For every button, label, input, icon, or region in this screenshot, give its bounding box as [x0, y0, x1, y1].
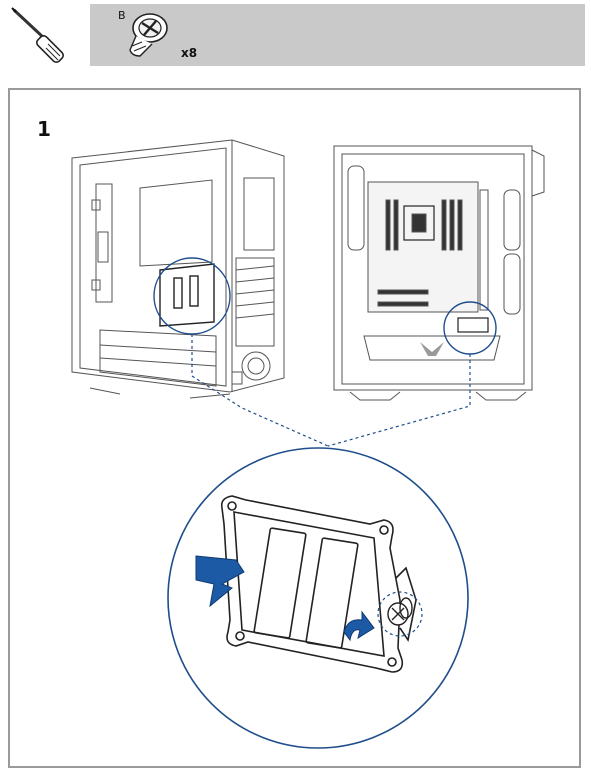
screw-quantity-label: x8 — [181, 46, 198, 60]
callout-leaders — [191, 334, 471, 447]
case-rear-view — [71, 139, 285, 399]
step-number: 1 — [37, 117, 51, 141]
screw-b-icon — [129, 13, 168, 57]
step-frame — [8, 88, 581, 768]
insert-arrow-icon — [195, 555, 245, 608]
rotate-arrow-icon — [343, 610, 375, 642]
screw-type-label: B — [118, 9, 126, 22]
screw-detail-circle — [377, 591, 423, 637]
screw-detail — [387, 597, 413, 626]
tools-bar — [90, 4, 585, 66]
screwdriver-icon — [11, 7, 64, 63]
case-front-view — [333, 145, 545, 401]
